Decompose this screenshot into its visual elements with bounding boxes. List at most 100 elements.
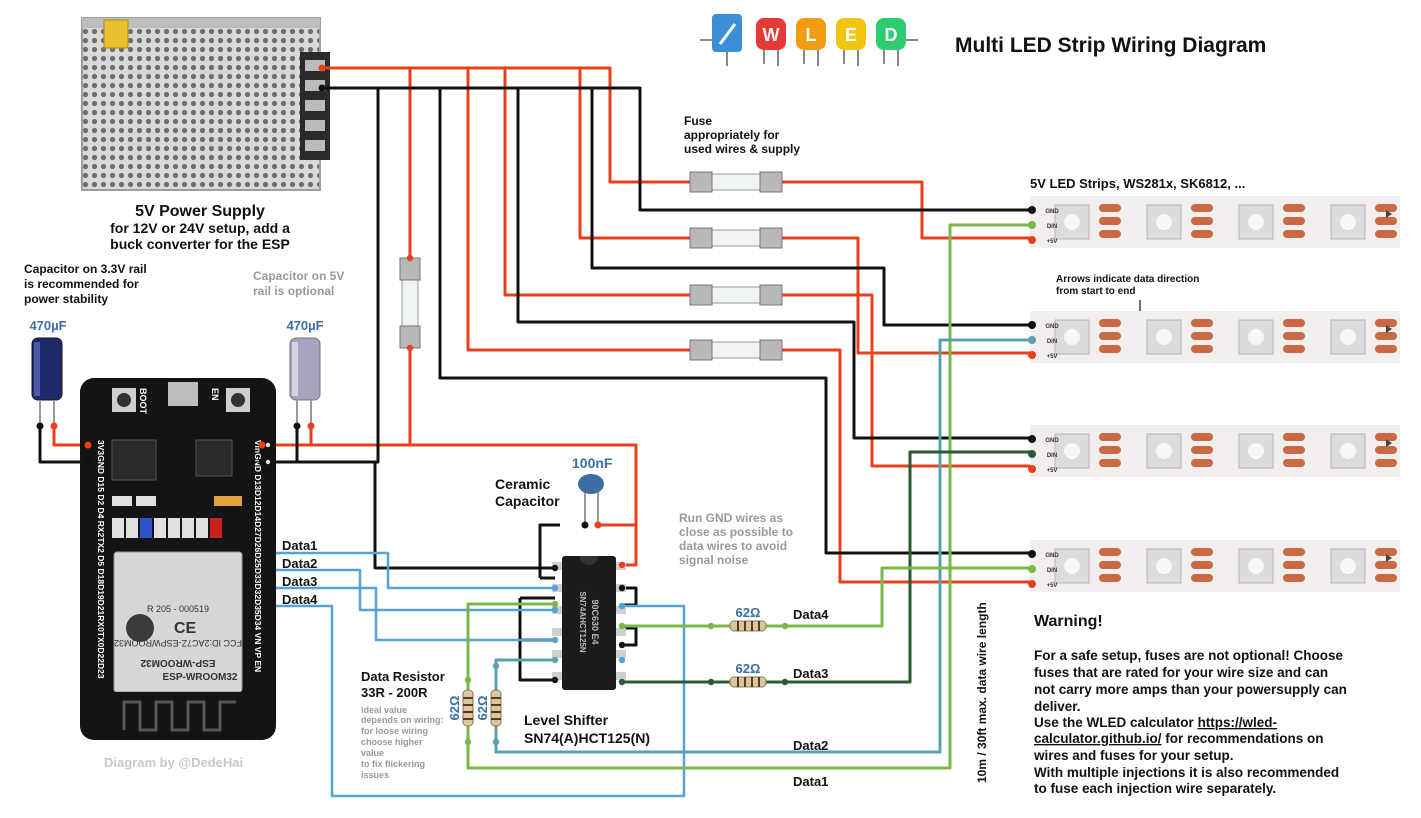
resistor-note-3: for loose wiring [361,726,428,736]
esp32-board: BOOT EN CE FCC ID:2AC7Z-ESPWROOM32 ESP-W… [80,378,276,740]
calculator-link-part-2[interactable]: calculator.github.io/ [1034,731,1162,746]
fuse-note-2: appropriately for [684,128,780,142]
module-name-mirrored: ESP-WROOM32 [140,657,215,668]
strip-input-dot [1028,565,1036,573]
solder-pad [1191,433,1213,441]
solder-pad [1191,548,1213,556]
cap33-note-1: Capacitor on 3.3V rail [24,262,147,276]
strip-input-dot [1028,580,1036,588]
module-id-text: FCC ID:2AC7Z-ESPWROOM32 [114,638,242,648]
boot-label: BOOT [138,388,148,415]
fuse-3 [689,284,783,306]
strip-input-dot [1028,336,1036,344]
data2-label: Data2 [793,738,828,753]
resistor-note-6: to fix flickering [361,759,425,769]
chip-pin-dots [551,561,626,686]
solder-pad [1191,446,1213,454]
solder-pad [1375,574,1397,582]
solder-pad [1283,345,1305,353]
cap-left-value: 470µF [29,318,66,333]
resistor-note-2: depends on wiring: [361,715,444,725]
led-lens [1340,214,1356,230]
electrolytic-capacitor-left [31,337,63,426]
led-chip [1238,433,1274,469]
led-lens [1248,329,1264,345]
solder-pad [1375,332,1397,340]
solder-pad [1283,433,1305,441]
led-lens [1064,443,1080,459]
cap5-note-2: rail is optional [253,284,334,298]
resistor-data1-value: 62Ω [447,696,462,721]
strip-input-dot [1028,221,1036,229]
calculator-link-part-1[interactable]: https://wled- [1198,715,1278,730]
fuse-note-1: Fuse [684,114,712,128]
led-lens [1156,214,1172,230]
ceramic-label-1: Ceramic [495,476,550,492]
module-name: ESP-WROOM32 [162,672,237,683]
solder-pad [1099,446,1121,454]
gnd-note-1: Run GND wires as [679,511,783,525]
warning-line-9: to fuse each injection wire separately. [1034,781,1276,796]
power-supply-note-2: buck converter for the ESP [110,236,290,252]
module-code: R 205 - 000519 [147,604,209,614]
solder-pad [1283,446,1305,454]
led-lens [1340,443,1356,459]
led-lens [1156,329,1172,345]
led-lens [1248,443,1264,459]
logo-letter-w: W [763,25,780,45]
led-lens [1064,214,1080,230]
logo-letter-d: D [885,25,898,45]
gnd-note-3: data wires to avoid [679,539,787,553]
solder-pad [1283,204,1305,212]
solder-pad [1191,561,1213,569]
led-lens [1340,329,1356,345]
right-pin-labels: VinGND D13D12D14D27D26D25D33D32D35D34 VN… [253,440,263,672]
solder-pad [1283,574,1305,582]
level-shifter-label-2: SN74(A)HCT125(N) [524,730,650,746]
logo-d-tile [876,18,906,50]
resistor-data2-value: 62Ω [475,696,490,721]
level-shifter-label-1: Level Shifter [524,712,609,728]
esp-data4-label: Data4 [282,592,318,607]
ceramic-capacitor [578,474,604,529]
warning-line-8: With multiple injections it is also reco… [1034,765,1339,780]
logo-letter-l: L [806,25,817,45]
resistors [462,620,767,727]
gnd-note-2: close as possible to [679,525,793,539]
solder-pad [1099,561,1121,569]
cap33-note-2: is recommended for [24,277,139,291]
solder-pad [1099,433,1121,441]
warning-line-1: For a safe setup, fuses are not optional… [1034,648,1344,663]
solder-pad [1375,217,1397,225]
warning-title: Warning! [1034,613,1103,630]
logo-l-tile [796,18,826,50]
data4-label: Data4 [793,607,829,622]
solder-pad [1375,204,1397,212]
solder-pad [1283,332,1305,340]
solder-pad [1283,319,1305,327]
warning-calculator-text: Use the WLED calculator [1034,715,1195,730]
data2-wire [494,338,1032,754]
resistor-data4 [729,620,767,632]
data-direction-arrow-icon [1386,554,1392,562]
strips-title: 5V LED Strips, WS281x, SK6812, ... [1030,176,1245,191]
solder-pad [1191,574,1213,582]
strip-pin-label: GND [1045,324,1059,330]
solder-pad [1283,561,1305,569]
ceramic-label-2: Capacitor [495,493,560,509]
resistor-data3-value: 62Ω [736,661,761,676]
solder-pad [1375,446,1397,454]
solder-pad [1099,332,1121,340]
warning-line-7: wires and fuses for your setup. [1033,748,1234,763]
logo-letter-e: E [845,25,857,45]
warning-line-3: not carry more amps than your powersuppl… [1034,682,1347,697]
strip-pin-label: +5V [1047,583,1058,589]
strip-pin-label: DIN [1047,339,1057,345]
data-direction-arrow-icon [1386,210,1392,218]
cap5-note-1: Capacitor on 5V [253,269,344,283]
solder-pad [1191,230,1213,238]
